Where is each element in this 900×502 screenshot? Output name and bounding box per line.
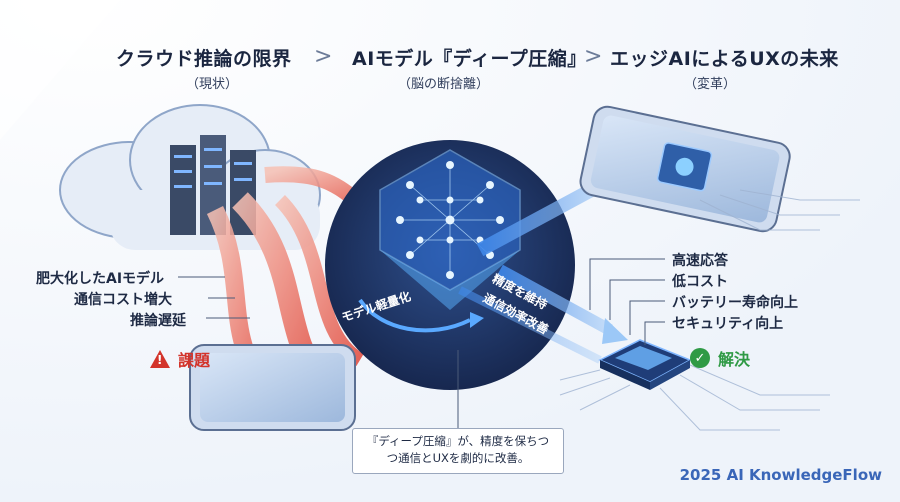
chevron-right-icon: >: [584, 44, 603, 69]
stage-title-compression: AIモデル『ディープ圧縮』: [352, 48, 587, 70]
benefit-label: セキュリティ向上: [672, 316, 784, 332]
benefit-label: 低コスト: [672, 274, 728, 290]
solution-badge: ✓ 解決: [690, 346, 750, 370]
stage-subtitle-compression: （脳の断捨離）: [398, 77, 490, 92]
solution-badge-label: 解決: [718, 350, 751, 369]
smartphone-right: [579, 105, 791, 233]
problem-label: 通信コスト増大: [74, 292, 172, 308]
problem-badge: ! 課題: [150, 347, 210, 371]
summary-callout: 『ディープ圧縮』が、精度を保ちつ つ通信とUXを劇的に改善。: [352, 428, 564, 474]
stage-title-cloud: クラウド推論の限界: [116, 48, 292, 70]
warning-icon: !: [150, 350, 170, 368]
stage-title-edge: エッジAIによるUXの未来: [610, 48, 839, 70]
stage-subtitle-cloud: （現状）: [186, 77, 239, 92]
problem-badge-label: 課題: [178, 351, 211, 370]
problem-label: 肥大化したAIモデル: [36, 271, 165, 287]
footer-credit: 2025 AI KnowledgeFlow: [679, 466, 882, 484]
edge-ai-chip-icon: [598, 339, 692, 390]
benefit-label: バッテリー寿命向上: [672, 295, 798, 311]
chevron-right-icon: >: [314, 44, 333, 69]
callout-line: 『ディープ圧縮』が、精度を保ちつ: [366, 434, 550, 448]
smartphone-left: [189, 344, 356, 431]
callout-line: つ通信とUXを劇的に改善。: [386, 451, 530, 465]
benefit-label: 高速応答: [672, 253, 728, 269]
problem-label: 推論遅延: [130, 313, 186, 329]
check-icon: ✓: [690, 348, 710, 368]
stage-subtitle-edge: （変革）: [684, 77, 737, 92]
